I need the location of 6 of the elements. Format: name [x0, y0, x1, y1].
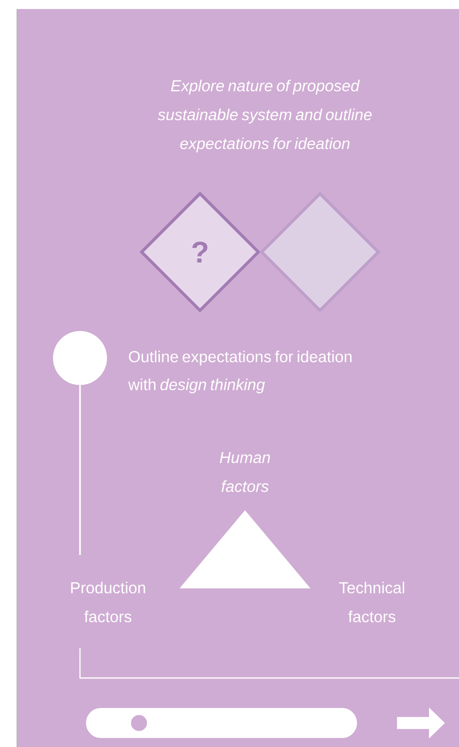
heading-text: Explore nature of proposed sustainable system and outline expectations for ideation	[158, 80, 372, 152]
factor-label: Production factors	[71, 582, 146, 622]
triangle-shape	[180, 510, 310, 588]
factor-label: Technical factors	[339, 582, 404, 622]
step-text: Outline expectations for ideation with design thinking	[128, 350, 352, 394]
factor-label: Human factors	[220, 452, 270, 492]
